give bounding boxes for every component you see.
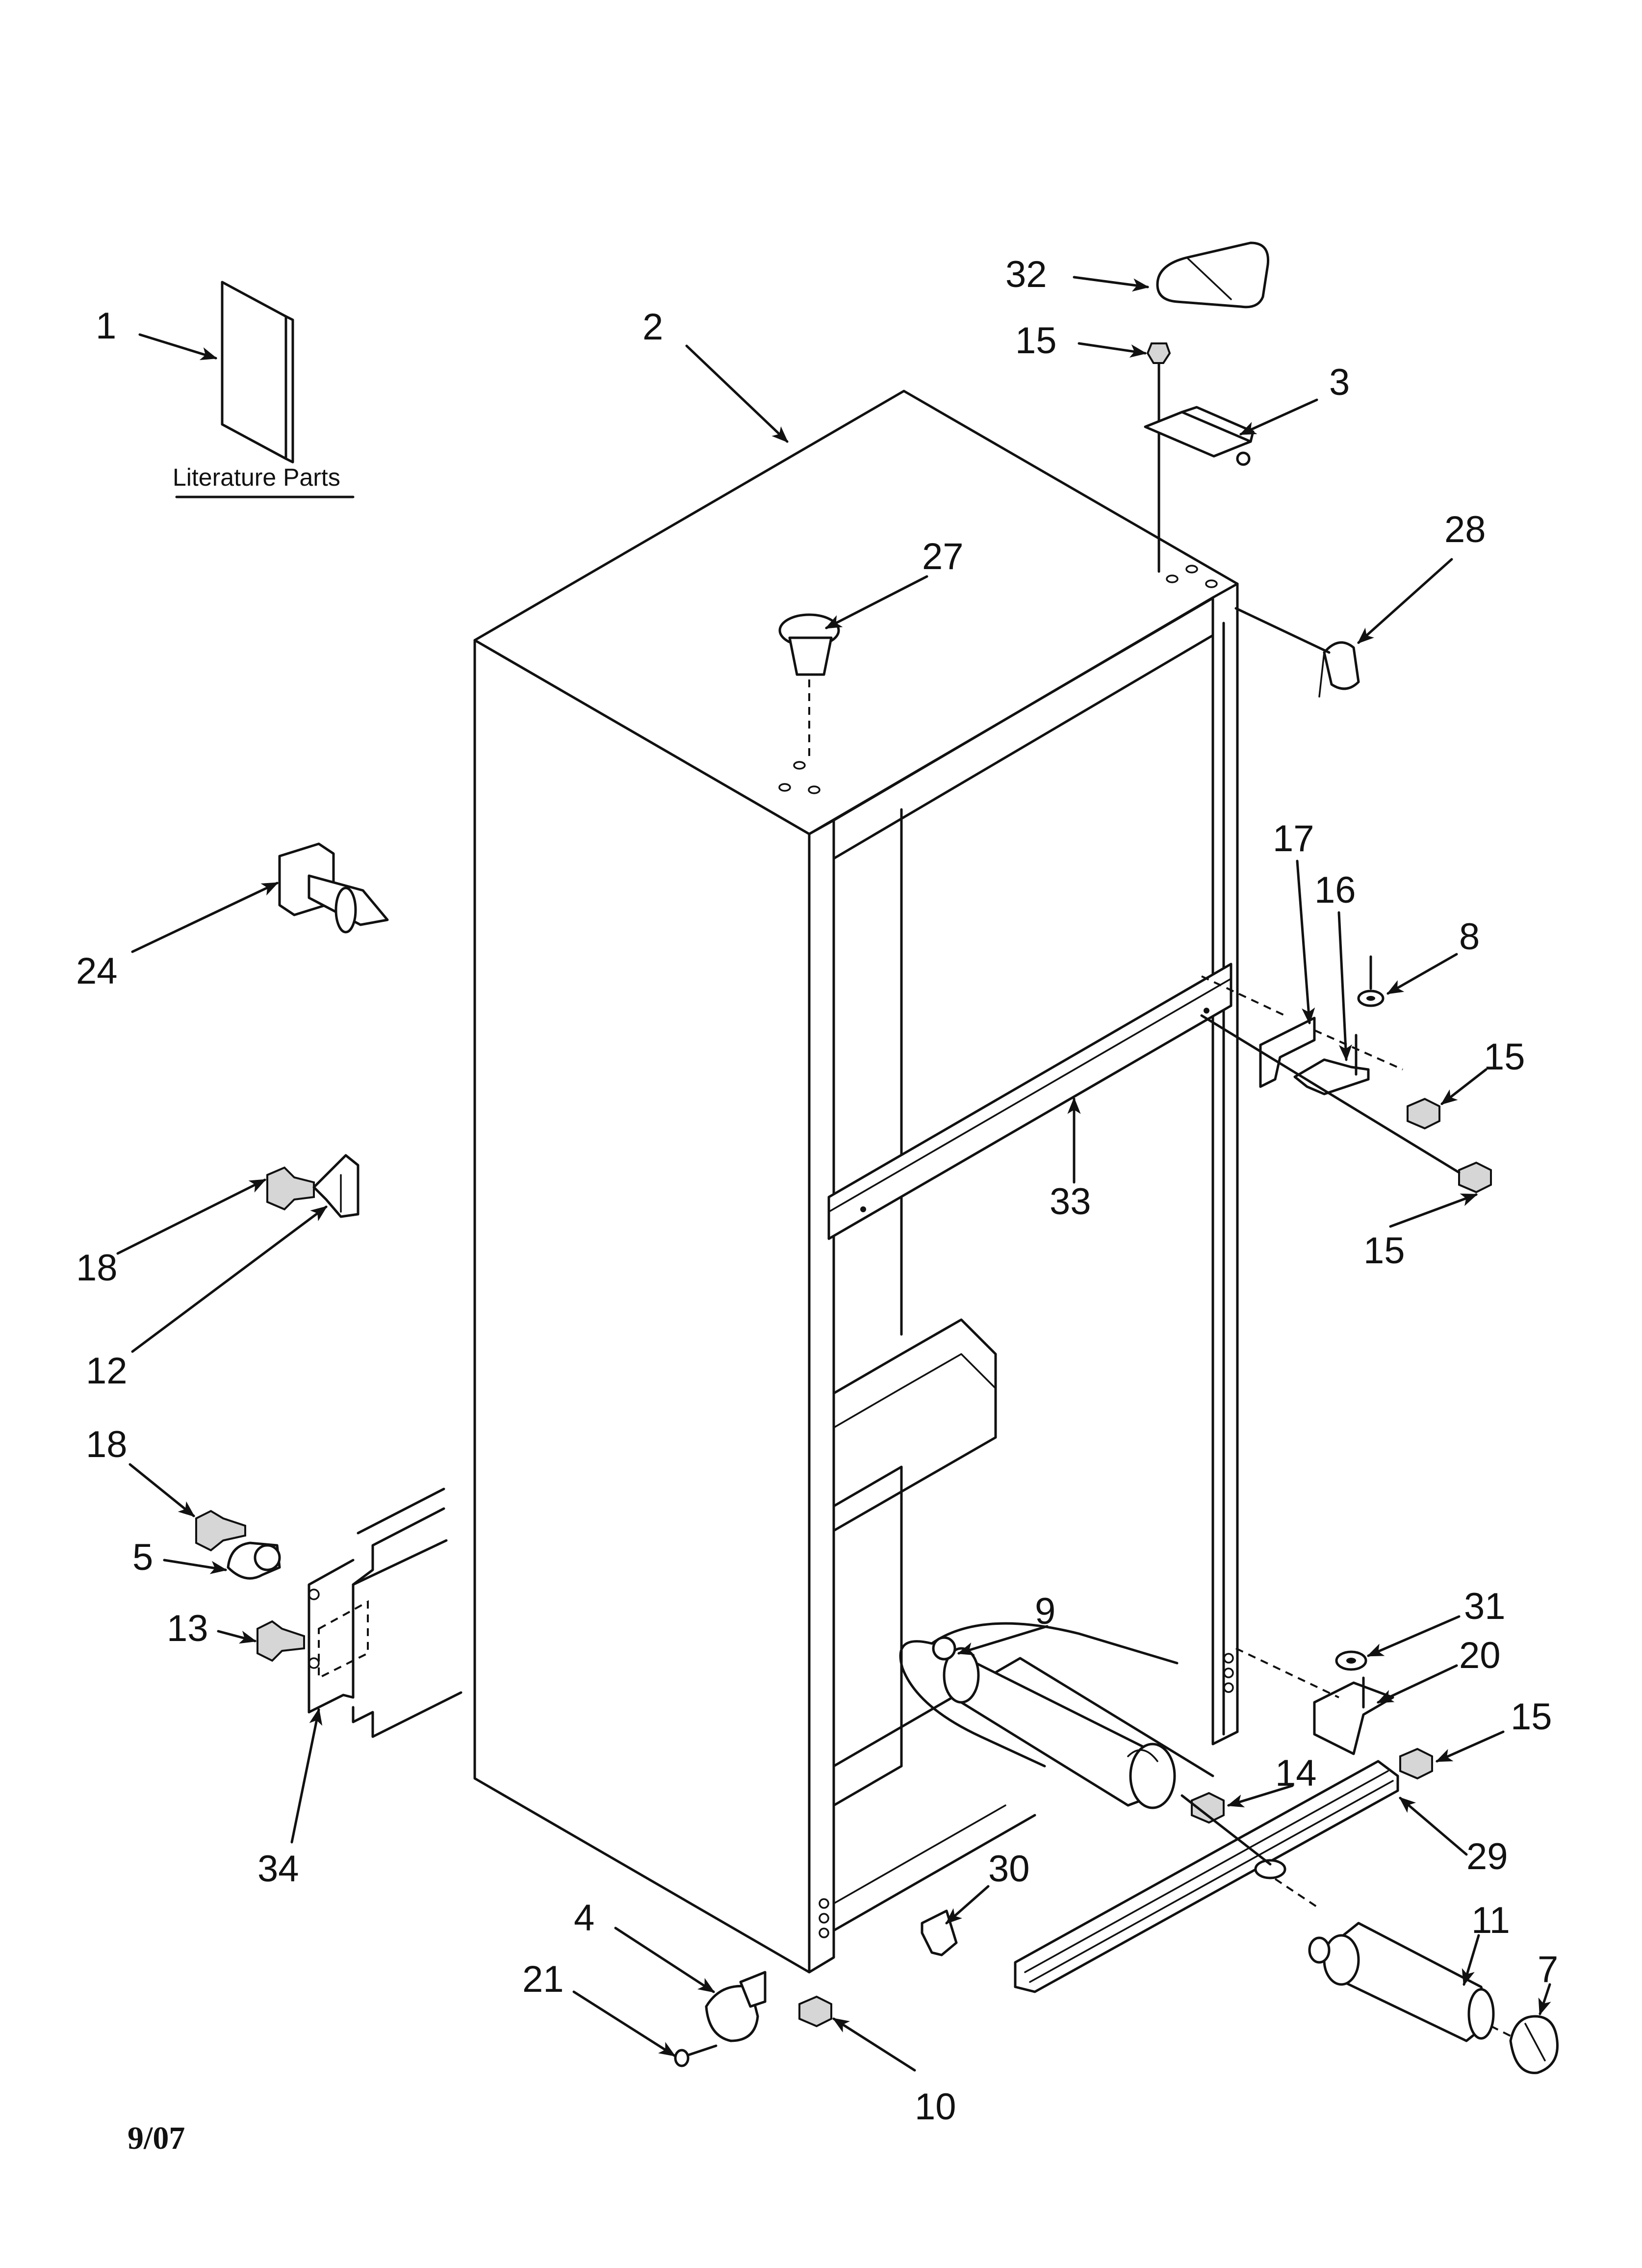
lower-screw-18 [195,1510,246,1552]
callout-labels: 1 2 32 15 3 27 28 24 17 16 8 15 33 15 18… [76,254,1558,2128]
center-rail [827,963,1232,1240]
literature-caption: Literature Parts [173,464,340,491]
callout-34: 34 [257,1848,299,1890]
callout-20: 20 [1459,1635,1501,1676]
callout-32: 32 [1005,254,1047,295]
leveling-leg [278,842,389,934]
bottom-hinge-20 [1313,1676,1394,1755]
hinge-cover [1156,241,1270,309]
top-hinge [1144,406,1255,466]
callout-7: 7 [1538,1949,1558,1990]
callout-2: 2 [642,306,663,348]
bracket-12 [312,1154,359,1218]
callout-4: 4 [574,1897,594,1939]
leader-arrows [116,276,1551,2072]
date-code: 9/07 [128,2120,185,2156]
callout-16: 16 [1314,869,1356,911]
clamp-5 [227,1541,281,1580]
filter-cap-7 [1490,2015,1559,2074]
callout-21: 21 [522,1958,564,2000]
hinge-shim [1234,607,1360,698]
literature-parts-booklet [175,281,355,498]
center-hinge-screw-upper [1407,1097,1440,1130]
callout-9: 9 [1035,1590,1055,1632]
top-plug [778,613,840,760]
callout-15-center-upper: 15 [1484,1036,1525,1078]
screw-13 [257,1620,305,1662]
callout-29: 29 [1466,1836,1508,1877]
callout-30: 30 [988,1848,1030,1890]
side-bracket-34 [308,1487,462,1738]
callout-14: 14 [1275,1752,1317,1794]
screw-21 [674,2044,718,2067]
filter-bypass-29 [1014,1760,1399,1993]
callout-17: 17 [1273,818,1314,860]
cabinet [473,390,1239,1974]
callout-15-bottom: 15 [1511,1696,1552,1738]
filter-screw-14 [1191,1792,1225,1824]
callout-11: 11 [1471,1900,1510,1941]
callout-8: 8 [1459,916,1480,958]
callout-1: 1 [96,305,116,347]
top-hinge-screw [1146,342,1171,573]
callout-18-upper: 18 [76,1247,118,1289]
washer-8 [1357,955,1385,1007]
callout-15-top: 15 [1015,320,1057,362]
screw-10 [798,1995,832,2028]
callout-27: 27 [922,536,964,577]
filter-housing-9 [899,1622,1179,1809]
callout-3: 3 [1329,362,1350,403]
callout-15-center-lower: 15 [1363,1230,1405,1272]
callout-12: 12 [86,1350,128,1392]
callout-31: 31 [1464,1586,1506,1627]
bottom-washer-31 [1335,1650,1367,1671]
callout-18-lower: 18 [86,1424,128,1465]
bottom-bracket-4 [705,1971,767,2042]
callout-13: 13 [167,1608,208,1649]
callout-33: 33 [1050,1181,1091,1223]
center-hinge-16 [1293,1034,1370,1095]
callout-28: 28 [1444,509,1486,550]
callout-24: 24 [76,950,118,992]
filter-cartridge-11 [1308,1922,1495,2042]
upper-screw-18 [266,1166,315,1211]
center-hinge-screw-lower [1458,1161,1492,1194]
callout-10: 10 [915,2086,956,2128]
callout-5: 5 [132,1537,153,1578]
bottom-hinge-screw-15 [1399,1747,1433,1780]
